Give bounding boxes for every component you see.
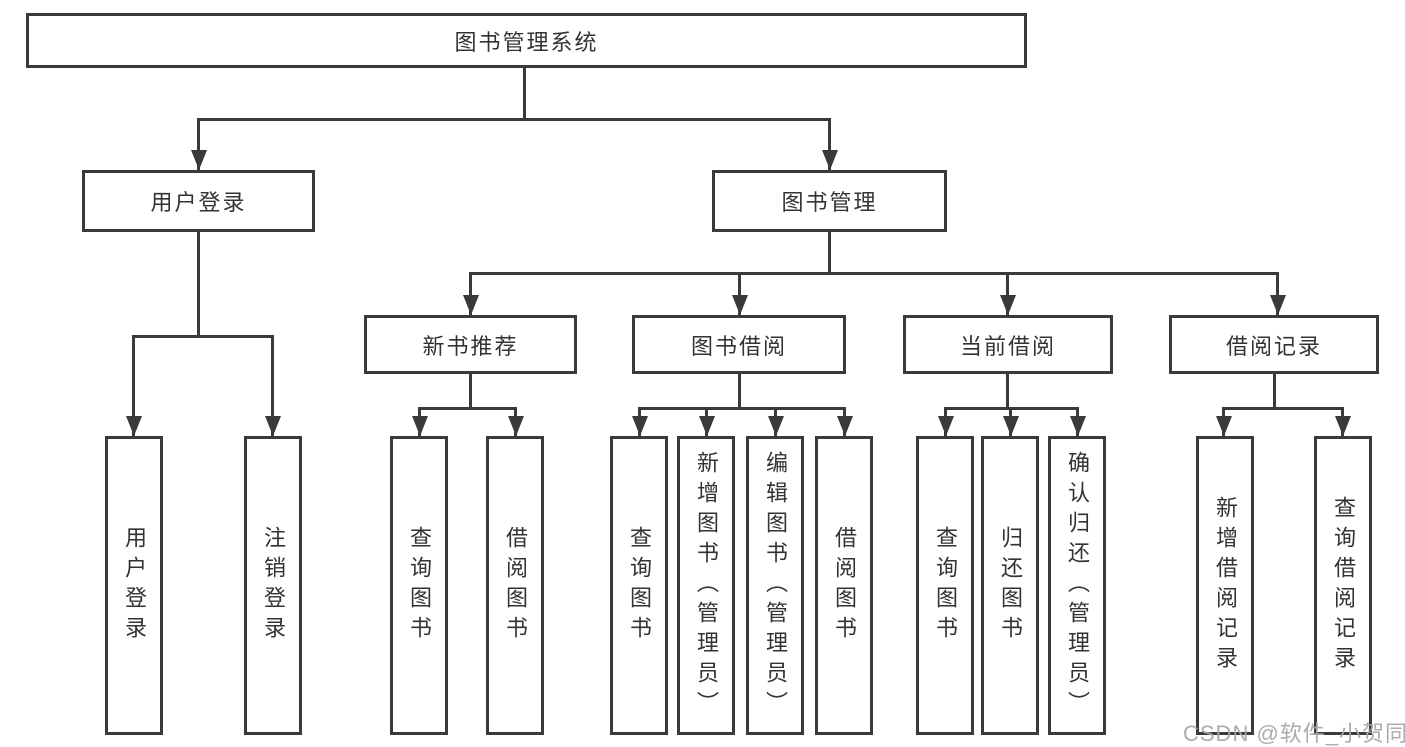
connector-line <box>1222 407 1343 410</box>
arrow-down-icon <box>705 407 708 436</box>
node-label: 新增图书（管理员） <box>694 450 719 721</box>
arrow-down-icon <box>1222 407 1225 436</box>
connector-line <box>469 272 1279 275</box>
arrow-down-icon <box>843 407 846 436</box>
node-label: 图书借阅 <box>690 333 787 359</box>
connector-line <box>132 335 274 338</box>
arrow-down-icon <box>738 272 741 315</box>
leaf-return-books: 归还图书 <box>981 436 1039 735</box>
arrow-down-icon <box>638 407 641 436</box>
arrow-down-icon <box>944 407 947 436</box>
node-label: 图书管理 <box>781 190 878 215</box>
node-current-borrowing: 当前借阅 <box>903 315 1113 374</box>
node-label: 借阅图书 <box>503 525 528 646</box>
node-label: 当前借阅 <box>959 333 1056 359</box>
arrow-down-icon <box>469 272 472 315</box>
connector-line <box>469 374 472 407</box>
node-book-management: 图书管理 <box>712 170 947 232</box>
leaf-add-books-admin: 新增图书（管理员） <box>677 436 735 735</box>
arrow-down-icon <box>1006 272 1009 315</box>
node-label: 图书管理系统 <box>454 29 599 55</box>
node-borrowing-records: 借阅记录 <box>1169 315 1379 374</box>
leaf-user-login: 用户登录 <box>105 436 163 735</box>
node-label: 注销登录 <box>261 525 286 646</box>
leaf-query-borrow-record: 查询借阅记录 <box>1314 436 1372 735</box>
connector-line <box>198 118 831 121</box>
node-book-borrowing: 图书借阅 <box>632 315 846 374</box>
node-label: 借阅图书 <box>832 525 857 646</box>
arrow-down-icon <box>828 118 831 170</box>
leaf-logout: 注销登录 <box>244 436 302 735</box>
node-user-login: 用户登录 <box>82 170 315 232</box>
node-label: 新增借阅记录 <box>1213 495 1238 676</box>
arrow-down-icon <box>1009 407 1012 436</box>
node-new-book-recommendation: 新书推荐 <box>364 315 577 374</box>
leaf-confirm-return-admin: 确认归还（管理员） <box>1048 436 1106 735</box>
leaf-edit-books-admin: 编辑图书（管理员） <box>746 436 804 735</box>
node-label: 查询图书 <box>407 525 432 646</box>
connector-line <box>197 232 200 335</box>
connector-line <box>738 374 741 407</box>
leaf-borrow-books-recommend: 借阅图书 <box>486 436 544 735</box>
node-label: 借阅记录 <box>1225 333 1322 359</box>
leaf-query-books-current: 查询图书 <box>916 436 974 735</box>
connector-line <box>1006 374 1009 407</box>
node-label: 归还图书 <box>998 525 1023 646</box>
leaf-query-books-borrowing: 查询图书 <box>610 436 668 735</box>
connector-line <box>1273 374 1276 407</box>
leaf-borrow-books: 借阅图书 <box>815 436 873 735</box>
node-label: 查询图书 <box>627 525 652 646</box>
arrow-down-icon <box>1341 407 1344 436</box>
arrow-down-icon <box>774 407 777 436</box>
arrow-down-icon <box>418 407 421 436</box>
node-label: 查询图书 <box>933 525 958 646</box>
node-label: 查询借阅记录 <box>1331 495 1356 676</box>
connector-line <box>828 232 831 272</box>
arrow-down-icon <box>1276 272 1279 315</box>
node-label: 确认归还（管理员） <box>1065 450 1090 721</box>
node-label: 用户登录 <box>150 190 247 215</box>
arrow-down-icon <box>271 335 274 436</box>
connector-line <box>638 407 845 410</box>
leaf-query-books-recommend: 查询图书 <box>390 436 448 735</box>
connector-line <box>523 68 526 118</box>
node-label: 新书推荐 <box>422 333 519 359</box>
node-label: 用户登录 <box>122 525 147 646</box>
arrow-down-icon <box>1076 407 1079 436</box>
arrow-down-icon <box>132 335 135 436</box>
leaf-add-borrow-record: 新增借阅记录 <box>1196 436 1254 735</box>
arrow-down-icon <box>514 407 517 436</box>
csdn-watermark: CSDN @软件_小贺同学 <box>1183 721 1405 746</box>
arrow-down-icon <box>197 118 200 170</box>
node-label: 编辑图书（管理员） <box>763 450 788 721</box>
node-library-management-system: 图书管理系统 <box>26 13 1027 68</box>
connector-line <box>418 407 517 410</box>
